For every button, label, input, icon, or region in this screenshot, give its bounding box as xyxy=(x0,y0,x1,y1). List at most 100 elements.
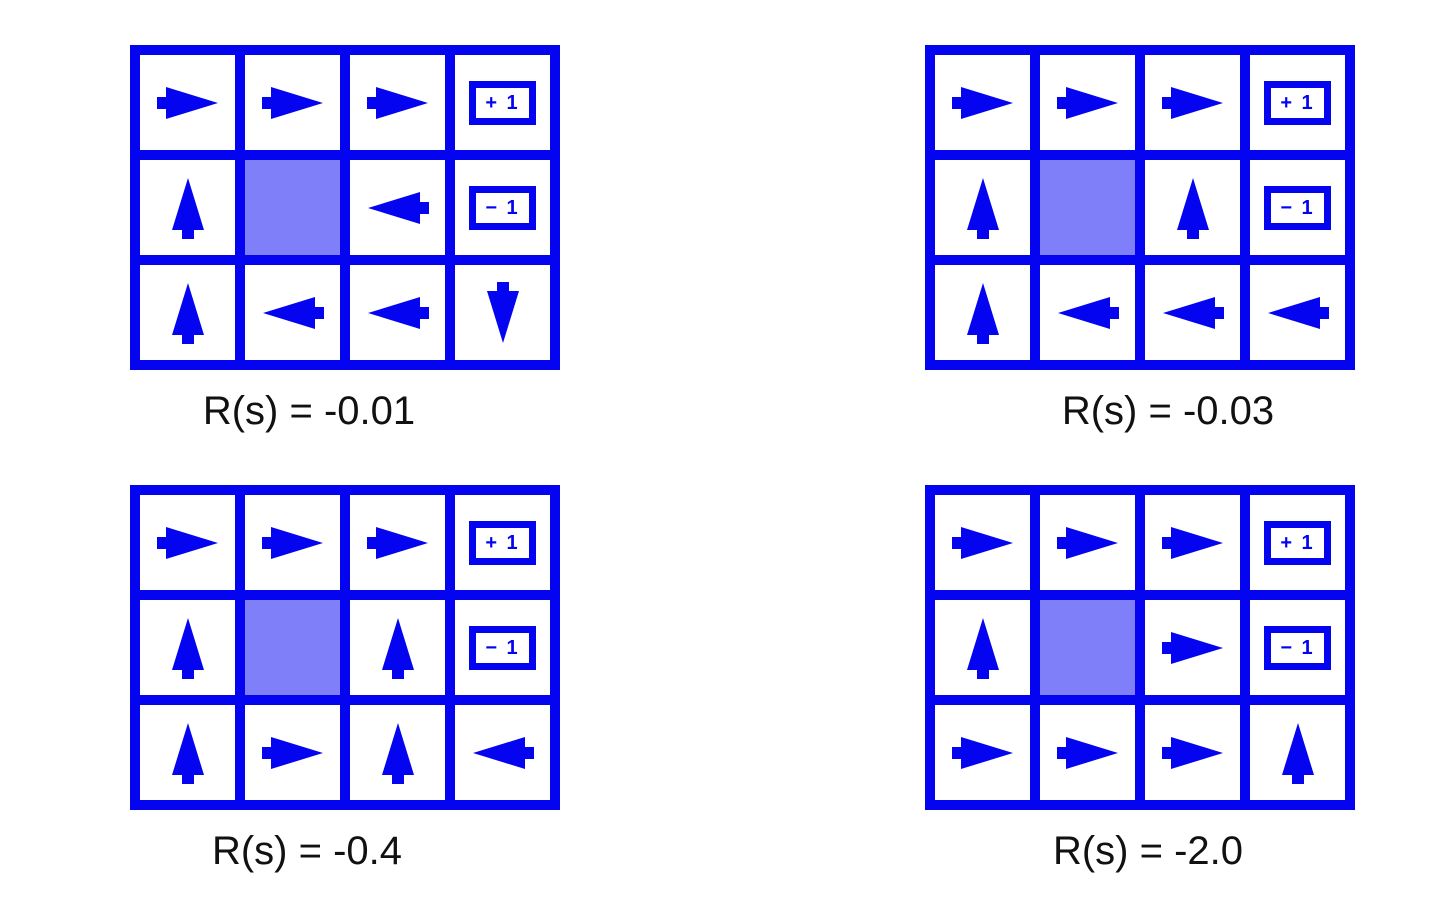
policy-arrow-right-icon xyxy=(366,86,428,119)
policy-arrow-up-icon xyxy=(171,282,204,344)
reward-label-1: R(s) = -0.01 xyxy=(202,389,416,433)
policy-cell-r3c4-down xyxy=(455,265,550,360)
policy-arrow-right-icon xyxy=(156,526,218,559)
policy-block-4: + 1 − 1 R(s) = -2.0 xyxy=(925,485,1355,874)
policy-arrow-right-icon xyxy=(261,526,323,559)
policy-arrow-up-icon xyxy=(966,177,999,239)
policy-cell-r3c1-up xyxy=(935,265,1030,360)
policy-cell-r3c1-right xyxy=(935,705,1030,800)
terminal-cell-r2c4: − 1 xyxy=(455,600,550,695)
policy-arrow-up-icon xyxy=(966,617,999,679)
policy-cell-r1c3-right xyxy=(1145,495,1240,590)
policy-arrow-up-icon xyxy=(171,617,204,679)
policy-arrow-left-icon xyxy=(367,296,429,329)
policy-cell-r1c1-right xyxy=(935,495,1030,590)
policy-cell-r1c2-right xyxy=(245,55,340,150)
policy-arrow-up-icon xyxy=(171,722,204,784)
plus-one-badge: + 1 xyxy=(1264,80,1331,125)
policy-cell-r1c3-right xyxy=(350,495,445,590)
policy-arrow-right-icon xyxy=(951,526,1013,559)
policy-cell-r2c1-up xyxy=(935,600,1030,695)
policy-arrow-left-icon xyxy=(367,191,429,224)
reward-label-2: R(s) = -0.03 xyxy=(1061,389,1275,433)
policy-arrow-left-icon xyxy=(1162,296,1224,329)
blocked-cell-r2c2 xyxy=(245,600,340,695)
policy-cell-r1c3-right xyxy=(350,55,445,150)
policy-arrow-right-icon xyxy=(366,526,428,559)
policy-cell-r3c1-up xyxy=(140,265,235,360)
policy-cell-r3c2-right xyxy=(245,705,340,800)
policy-cell-r3c3-left xyxy=(1145,265,1240,360)
policy-cell-r1c1-right xyxy=(140,495,235,590)
policy-cell-r3c4-up xyxy=(1250,705,1345,800)
policy-cell-r1c2-right xyxy=(245,495,340,590)
policy-arrow-right-icon xyxy=(1056,736,1118,769)
policy-cell-r1c1-right xyxy=(140,55,235,150)
gridworld-3: + 1 − 1 xyxy=(130,485,560,810)
plus-one-badge: + 1 xyxy=(469,80,536,125)
terminal-cell-r1c4: + 1 xyxy=(1250,55,1345,150)
gridworld-4: + 1 − 1 xyxy=(925,485,1355,810)
policy-arrow-left-icon xyxy=(472,736,534,769)
terminal-cell-r2c4: − 1 xyxy=(455,160,550,255)
policy-arrow-up-icon xyxy=(1281,722,1314,784)
policy-arrow-right-icon xyxy=(1161,631,1223,664)
policy-arrow-right-icon xyxy=(951,86,1013,119)
policy-cell-r3c3-up xyxy=(350,705,445,800)
policy-arrow-left-icon xyxy=(262,296,324,329)
blocked-cell-r2c2 xyxy=(1040,600,1135,695)
policy-arrow-right-icon xyxy=(156,86,218,119)
minus-one-badge: − 1 xyxy=(1264,625,1331,670)
policy-block-2: + 1 − 1 R(s) = -0.03 xyxy=(925,45,1355,434)
policy-block-3: + 1 − 1 R(s) = -0.4 xyxy=(130,485,560,874)
policy-arrow-right-icon xyxy=(951,736,1013,769)
policy-cell-r1c1-right xyxy=(935,55,1030,150)
policy-arrow-right-icon xyxy=(1056,86,1118,119)
policy-cell-r3c2-left xyxy=(1040,265,1135,360)
minus-one-badge: − 1 xyxy=(1264,185,1331,230)
policy-cell-r1c3-right xyxy=(1145,55,1240,150)
policy-arrow-left-icon xyxy=(1057,296,1119,329)
plus-one-badge: + 1 xyxy=(469,520,536,565)
policy-cell-r2c3-right xyxy=(1145,600,1240,695)
policy-arrow-right-icon xyxy=(1161,526,1223,559)
blocked-cell-r2c2 xyxy=(245,160,340,255)
terminal-cell-r1c4: + 1 xyxy=(455,55,550,150)
terminal-cell-r1c4: + 1 xyxy=(1250,495,1345,590)
reward-label-3: R(s) = -0.4 xyxy=(211,829,403,873)
policy-cell-r2c1-up xyxy=(935,160,1030,255)
policy-arrow-up-icon xyxy=(171,177,204,239)
reward-label-4: R(s) = -2.0 xyxy=(1052,829,1244,873)
policy-arrow-right-icon xyxy=(1056,526,1118,559)
policy-arrow-down-icon xyxy=(486,281,519,343)
policy-arrow-right-icon xyxy=(1161,736,1223,769)
policy-cell-r3c1-up xyxy=(140,705,235,800)
gridworld-2: + 1 − 1 xyxy=(925,45,1355,370)
plus-one-badge: + 1 xyxy=(1264,520,1331,565)
policy-arrow-right-icon xyxy=(1161,86,1223,119)
blocked-cell-r2c2 xyxy=(1040,160,1135,255)
terminal-cell-r2c4: − 1 xyxy=(1250,600,1345,695)
policy-arrow-up-icon xyxy=(381,722,414,784)
terminal-cell-r2c4: − 1 xyxy=(1250,160,1345,255)
policy-cell-r3c2-left xyxy=(245,265,340,360)
policy-cell-r3c4-left xyxy=(1250,265,1345,360)
policy-cell-r2c1-up xyxy=(140,600,235,695)
policy-arrow-up-icon xyxy=(381,617,414,679)
minus-one-badge: − 1 xyxy=(469,625,536,670)
policy-cell-r1c2-right xyxy=(1040,495,1135,590)
minus-one-badge: − 1 xyxy=(469,185,536,230)
policy-block-1: + 1 − 1 R(s) = -0.01 xyxy=(130,45,560,434)
policy-arrow-up-icon xyxy=(1176,177,1209,239)
policy-cell-r2c3-up xyxy=(1145,160,1240,255)
policy-arrow-up-icon xyxy=(966,282,999,344)
policy-cell-r2c3-left xyxy=(350,160,445,255)
gridworld-1: + 1 − 1 xyxy=(130,45,560,370)
policy-arrow-right-icon xyxy=(261,736,323,769)
policy-cell-r1c2-right xyxy=(1040,55,1135,150)
policy-cell-r2c1-up xyxy=(140,160,235,255)
policy-cell-r3c4-left xyxy=(455,705,550,800)
policy-arrow-right-icon xyxy=(261,86,323,119)
terminal-cell-r1c4: + 1 xyxy=(455,495,550,590)
